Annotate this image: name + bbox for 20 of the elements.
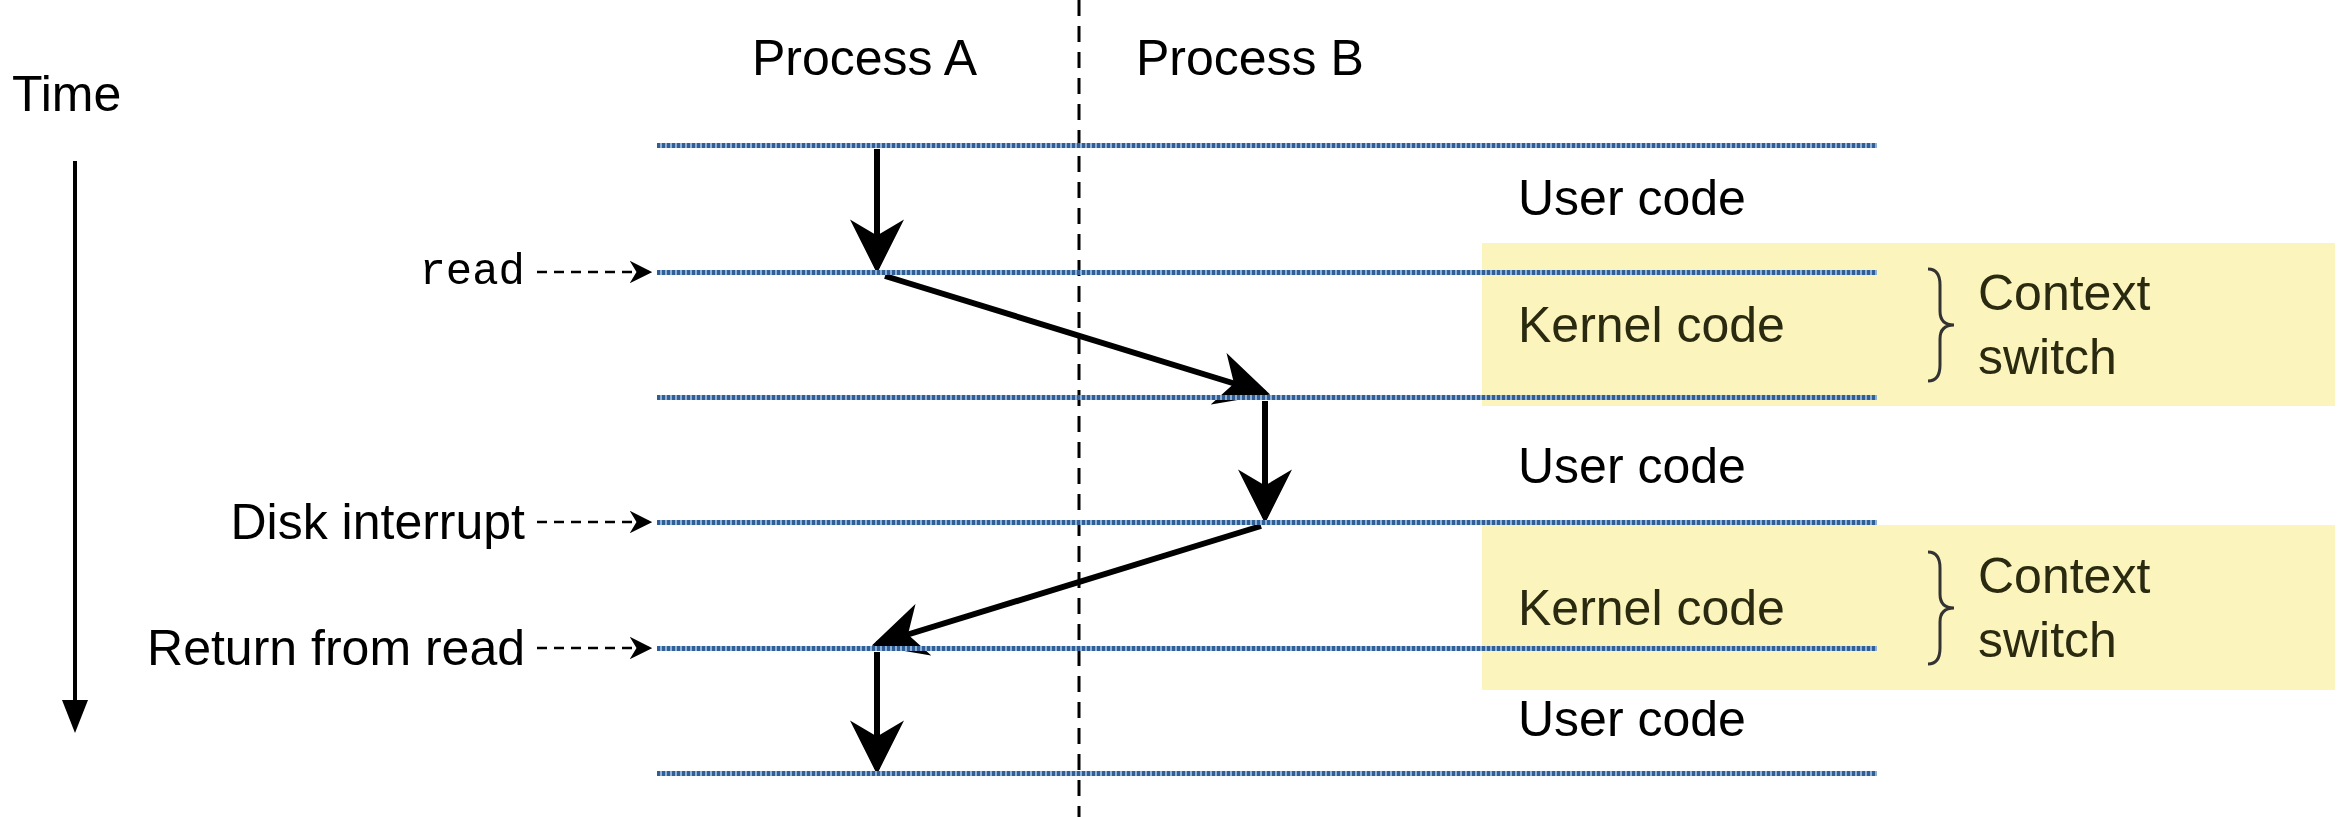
region-label: User code: [1518, 438, 1746, 494]
highlight-band: [1482, 243, 2335, 406]
bracket-label: Context switch: [1978, 546, 2152, 670]
leader-arrow: [537, 260, 653, 284]
column-heading: Process B: [1136, 30, 1364, 86]
bracket-label: Context switch: [1978, 263, 2152, 387]
highlight-band: [1482, 525, 2335, 690]
flow-arrow: [871, 523, 1262, 656]
flow-arrow: [884, 273, 1271, 405]
event-label: Return from read: [65, 620, 525, 676]
band-label: Kernel code: [1518, 296, 1785, 353]
event-label: read: [65, 244, 525, 300]
region-label: User code: [1518, 170, 1746, 226]
leader-arrow: [537, 636, 653, 660]
leader-arrow: [537, 510, 653, 534]
column-heading: Process A: [752, 30, 978, 86]
band-label: Kernel code: [1518, 579, 1785, 636]
event-label: Disk interrupt: [65, 494, 525, 550]
axis-label: Time: [12, 66, 122, 122]
region-label: User code: [1518, 691, 1746, 747]
